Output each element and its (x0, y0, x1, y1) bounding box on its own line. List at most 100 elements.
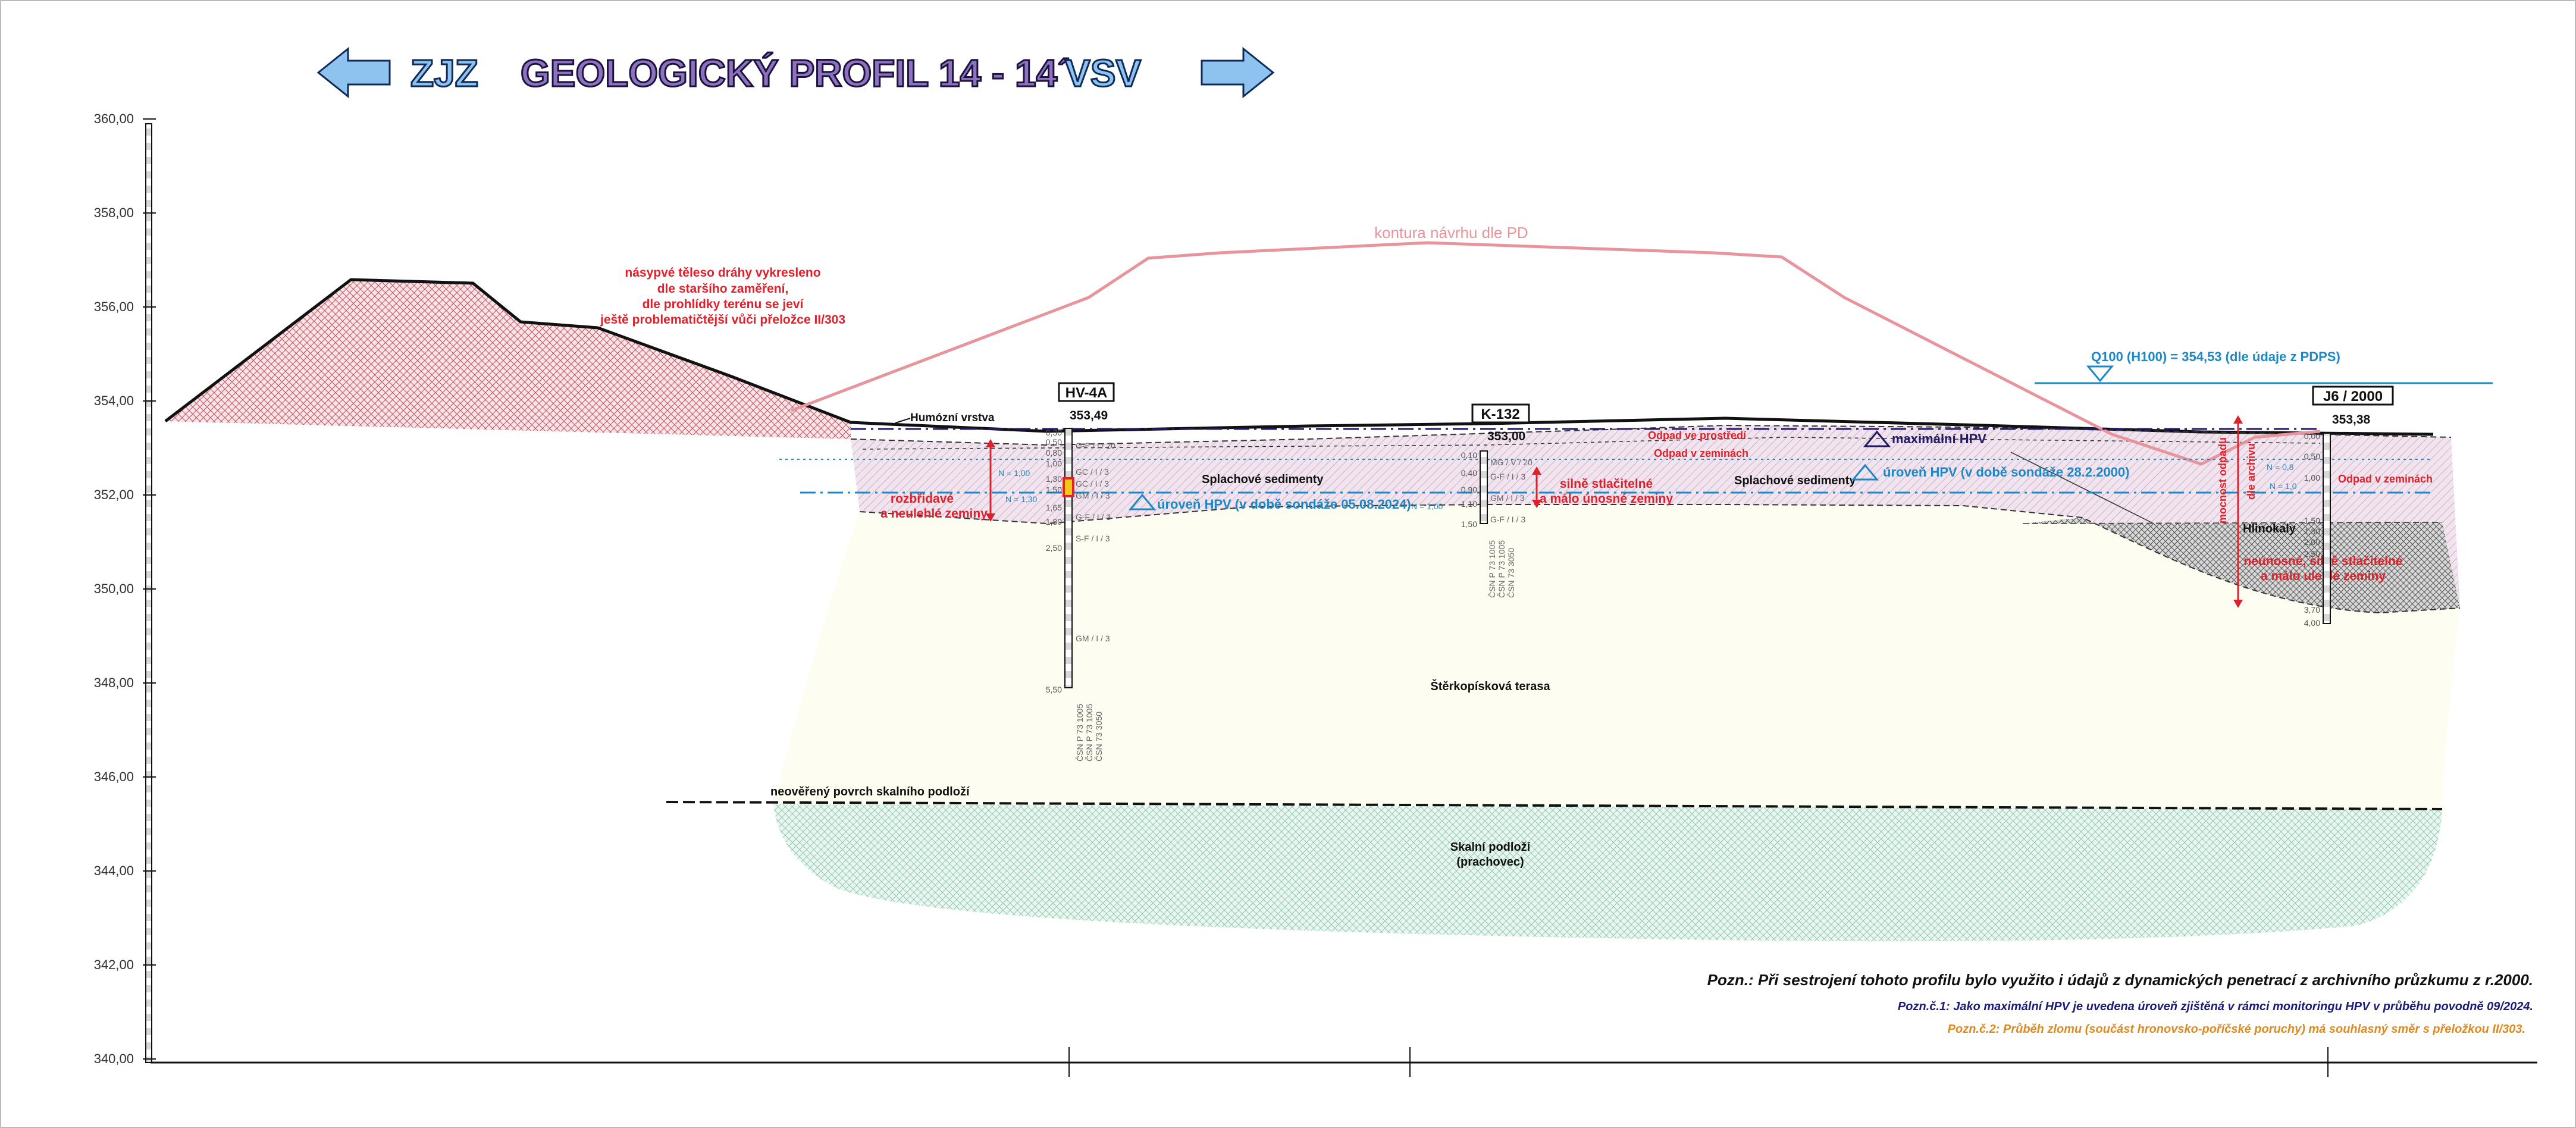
borehole-name: HV-4A (1066, 385, 1108, 401)
svg-text:0,90: 0,90 (1461, 485, 1477, 494)
svg-text:N = 0,8: N = 0,8 (2267, 462, 2294, 472)
waste-thickness-note: mocnost odpadu dle archivu (2217, 415, 2257, 608)
bedrock-label-2: (prachovec) (1456, 856, 1524, 869)
svg-text:2,00: 2,00 (2304, 537, 2320, 547)
axis-tick-label: 352,00 (94, 487, 134, 502)
svg-text:N = 1,00: N = 1,00 (998, 468, 1030, 478)
svg-text:1,80: 1,80 (1046, 517, 1062, 527)
title-block: ZJZ GEOLOGICKÝ PROFIL 14 - 14´ VSV (316, 46, 1275, 99)
axis-tick-label: 342,00 (94, 957, 134, 972)
title-main: GEOLOGICKÝ PROFIL 14 - 14´ (521, 52, 1070, 95)
hpv-2024-label: úroveň HPV (v době sondáže 05.08.2024) (1157, 497, 1411, 512)
svg-text:G-F / I / 3: G-F / I / 3 (1490, 515, 1525, 524)
svg-text:1,80: 1,80 (2304, 527, 2320, 536)
svg-text:G-F / I / 3: G-F / I / 3 (1490, 472, 1525, 481)
borehole-elevation: 353,00 (1487, 430, 1525, 443)
note-2: Pozn.č.2: Průběh zlomu (součást hronovsk… (1948, 1023, 2525, 1036)
svg-text:GC / I / 3: GC / I / 3 (1076, 479, 1109, 488)
wash-sediments-layer (851, 425, 2460, 613)
borehole-elevation: 353,38 (2332, 413, 2371, 427)
svg-text:dle staršího zaměření,: dle staršího zaměření, (657, 282, 789, 296)
axis-tick-label: 356,00 (94, 299, 134, 314)
svg-text:a neulehlé zeminy: a neulehlé zeminy (880, 507, 988, 521)
wash-sediments-label-1: Splachové sedimenty (1202, 473, 1324, 486)
svg-text:0,80: 0,80 (1046, 448, 1062, 458)
svg-text:1,30: 1,30 (1046, 474, 1062, 484)
note-1: Pozn.č.1: Jako maximální HPV je uvedena … (1898, 1000, 2533, 1013)
humus-layer-label: Humózní vrstva (910, 412, 995, 424)
max-hpv-marker-icon (1863, 430, 1891, 447)
borehole-depths: 0,00 0,50 1,00 1,50 1,80 2,00 2,50 3,70 … (2304, 431, 2320, 628)
clay-loam-layer (2023, 518, 2460, 613)
title-left-direction: ZJZ (410, 52, 478, 95)
bedrock-label-1: Skalní podloží (1450, 841, 1531, 854)
borehole-depths: 0,30 0,50 0,80 1,00 1,30 1,50 1,65 1,80 … (1046, 428, 1062, 694)
axis-tick-label: 340,00 (94, 1051, 134, 1066)
svg-text:1,00: 1,00 (2304, 473, 2320, 482)
design-contour-line (791, 241, 2321, 466)
borehole-layer-codes: G-F / I / 20 GC / I / 3 GC / I / 3 GM / … (1076, 441, 1115, 643)
svg-text:0,50: 0,50 (1046, 437, 1062, 447)
compressible-soils-note: silně stlačitelné a málo únosné zeminy (1532, 466, 1673, 508)
terrain-line (164, 278, 2434, 436)
svg-text:ČSN P 73 1005: ČSN P 73 1005 (1085, 704, 1094, 762)
waste-label-3: Odpad v zeminách (2338, 473, 2433, 485)
waste-label-1: Odpad ve prostředí (1648, 430, 1747, 441)
q100-marker-icon (2086, 365, 2114, 383)
svg-text:2,50: 2,50 (2304, 549, 2320, 559)
svg-text:ještě problematičtější vůči př: ještě problematičtější vůči přeložce II/… (600, 313, 845, 327)
axis-tick-label: 350,00 (94, 581, 134, 596)
svg-text:2,50: 2,50 (1046, 543, 1062, 553)
svg-text:1,65: 1,65 (1046, 503, 1062, 512)
svg-text:mocnost odpadu: mocnost odpadu (2217, 437, 2229, 524)
arrow-left-icon (316, 46, 391, 99)
axis-tick-label: 360,00 (94, 111, 134, 126)
svg-text:G-F / I / 20: G-F / I / 20 (1076, 441, 1115, 450)
elevation-axis: 360,00 358,00 356,00 354,00 352,00 350,00 348,… (94, 111, 2537, 1077)
rock-bedrock-layer (773, 804, 2442, 942)
hpv-2000-marker-icon (1851, 463, 1879, 481)
notes-block: Pozn.: Při sestrojení tohoto profilu byl… (1707, 971, 2533, 1036)
axis-tick-label: 358,00 (94, 205, 134, 220)
wash-sediments-label-2: Splachové sedimenty (1734, 474, 1856, 487)
svg-text:ČSN 73 3050: ČSN 73 3050 (1506, 548, 1516, 598)
gravel-terrace-label: Štěrkopísková terasa (1430, 679, 1550, 693)
borehole-n-values: N = 1,00 N = 1,30 N = 1,00 (998, 468, 1443, 511)
svg-text:MG / V / 20: MG / V / 20 (1490, 458, 1533, 467)
svg-text:4,00: 4,00 (2304, 618, 2320, 628)
svg-text:GC / I / 3: GC / I / 3 (1076, 467, 1109, 477)
axis-tick-label: 354,00 (94, 393, 134, 408)
axis-tick-label: 348,00 (94, 675, 134, 690)
hpv-2024-marker-icon (1128, 493, 1157, 510)
svg-text:GM / I / 3: GM / I / 3 (1490, 493, 1525, 503)
svg-text:ČSN P 73 1005: ČSN P 73 1005 (1497, 540, 1506, 598)
clay-loam-label: Hlinokaly (2243, 522, 2296, 535)
svg-text:ČSN 73 3050: ČSN 73 3050 (1094, 712, 1104, 762)
arrow-right-icon (1201, 46, 1275, 99)
svg-text:dle prohlídky terénu se jeví: dle prohlídky terénu se jeví (643, 297, 804, 311)
svg-text:násypvé těleso dráhy vykreslen: násypvé těleso dráhy vykresleno (625, 266, 820, 280)
embankment-note: násypvé těleso dráhy vykresleno dle star… (600, 266, 845, 327)
svg-text:1,50: 1,50 (1461, 519, 1477, 529)
borehole-j6-2000: J6 / 2000 353,38 0,00 0,50 1,00 1,50 1,8… (2267, 386, 2394, 628)
svg-text:GM / I / 3: GM / I / 3 (1076, 634, 1110, 643)
borehole-k-132: K-132 353,00 0,10 0,40 0,90 1,10 1,50 MG… (1461, 403, 1533, 598)
svg-text:0,30: 0,30 (1046, 428, 1062, 437)
hpv-2000-label: úroveň HPV (v době sondáže 28.2.2000) (1883, 465, 2129, 480)
svg-text:ČSN P 73 1005: ČSN P 73 1005 (1075, 704, 1085, 762)
svg-text:3,70: 3,70 (2304, 605, 2320, 615)
borehole-hv-4a: HV-4A 353,49 0,30 0,50 0,80 1,00 1,30 1,… (998, 382, 1443, 762)
borehole-name: K-132 (1481, 406, 1519, 422)
svg-text:1,50: 1,50 (1046, 485, 1062, 494)
bedrock-surface-line (666, 801, 2443, 810)
borehole-standards: ČSN P 73 1005 ČSN P 73 1005 ČSN 73 3050 (1487, 540, 1516, 598)
max-hpv-label: maximální HPV (1892, 431, 1986, 446)
borehole-depths: 0,10 0,40 0,90 1,10 1,50 (1461, 450, 1477, 529)
svg-text:a málo únosné zeminy: a málo únosné zeminy (1540, 492, 1673, 506)
svg-text:silně stlačitelné: silně stlačitelné (1560, 477, 1653, 491)
svg-text:0,00: 0,00 (2304, 431, 2320, 441)
design-contour-label: kontura návrhu dle PD (1374, 224, 1528, 242)
svg-text:S-F / I / 3: S-F / I / 3 (1076, 534, 1110, 543)
svg-text:ČSN P 73 1005: ČSN P 73 1005 (1487, 540, 1497, 598)
